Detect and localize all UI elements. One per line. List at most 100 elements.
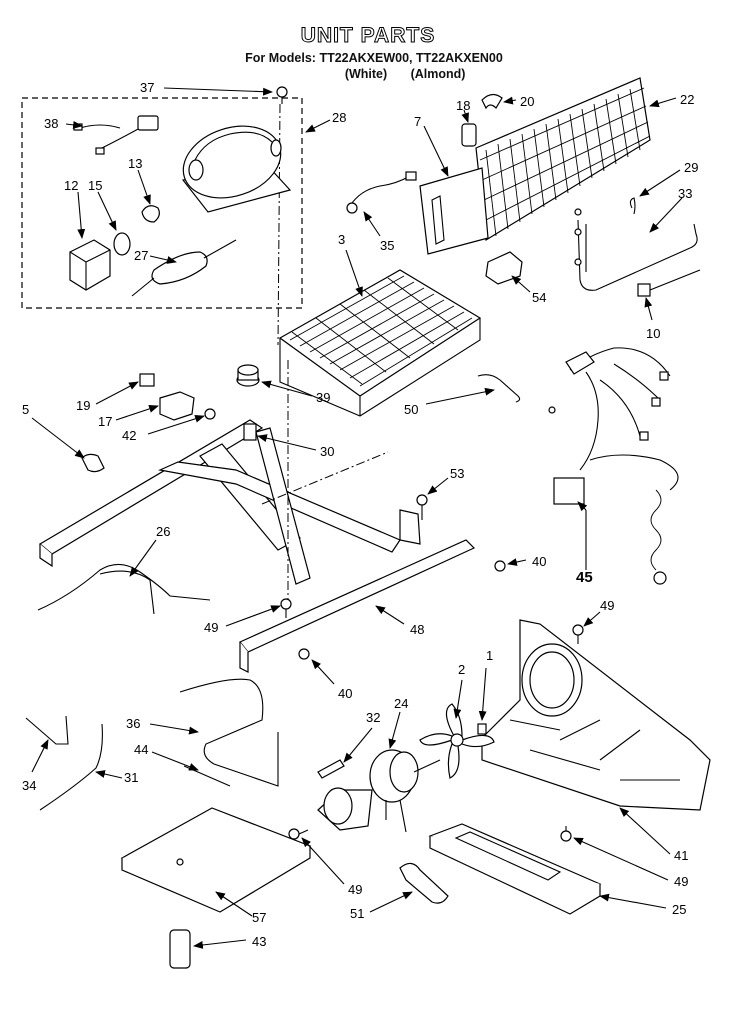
callout-12: 12: [64, 178, 78, 193]
part-32-motor-bracket[interactable]: [317, 759, 373, 831]
callout-31: 31: [124, 770, 138, 785]
models-line: For Models: TT22AKXEW00, TT22AKXEN00: [245, 51, 503, 65]
callout-1: 1: [486, 648, 493, 663]
callout-10: 10: [646, 326, 660, 341]
part-40-screw-a[interactable]: [494, 560, 506, 572]
variant-almond: (Almond): [411, 67, 466, 81]
part-19-connector[interactable]: [139, 373, 155, 387]
part-49-screw-c[interactable]: [560, 826, 572, 842]
callout-45: 45: [576, 569, 593, 586]
part-43-spring[interactable]: [169, 929, 191, 969]
part-48-rail[interactable]: [239, 539, 476, 673]
part-34-tube[interactable]: [25, 715, 69, 745]
part-53-screw[interactable]: [416, 494, 428, 520]
callout-37: 37: [140, 80, 154, 95]
callout-49c: 49: [674, 874, 688, 889]
part-18-grommet[interactable]: [461, 123, 477, 147]
part-17-bracket[interactable]: [159, 391, 195, 421]
part-57-cover[interactable]: [120, 807, 312, 913]
part-51-drain-tube[interactable]: [399, 862, 449, 904]
part-36-tube[interactable]: [179, 678, 279, 787]
callout-22: 22: [680, 92, 694, 107]
part-54-connector[interactable]: [485, 251, 523, 285]
callout-51: 51: [350, 906, 364, 921]
callout-39: 39: [316, 390, 330, 405]
callout-49d: 49: [348, 882, 362, 897]
part-3-evaporator[interactable]: [278, 269, 482, 417]
callout-33: 33: [678, 186, 692, 201]
part-44-tube[interactable]: [183, 765, 231, 787]
part-10-thermostat[interactable]: [637, 269, 701, 297]
callout-53: 53: [450, 466, 464, 481]
callout-54: 54: [532, 290, 546, 305]
callout-44: 44: [134, 742, 148, 757]
callout-5: 5: [22, 402, 29, 417]
part-26-tube[interactable]: [37, 563, 211, 611]
part-5-clip[interactable]: [81, 453, 105, 473]
callout-30: 30: [320, 444, 334, 459]
callout-15: 15: [88, 178, 102, 193]
callout-40a: 40: [532, 554, 546, 569]
part-25-drain-pan[interactable]: [428, 823, 602, 915]
callout-49b: 49: [600, 598, 614, 613]
part-37-screw[interactable]: [276, 86, 288, 104]
callout-2: 2: [458, 662, 465, 677]
part-31-tube[interactable]: [39, 723, 103, 811]
part-40-screw-b[interactable]: [298, 648, 310, 660]
part-38-relay-bracket[interactable]: [73, 115, 159, 155]
callout-29: 29: [684, 160, 698, 175]
callout-48: 48: [410, 622, 424, 637]
callout-24: 24: [394, 696, 408, 711]
part-39-grommet[interactable]: [236, 364, 260, 387]
part-15-clip[interactable]: [113, 232, 131, 256]
part-50-spring[interactable]: [477, 374, 521, 403]
part-42-screw[interactable]: [204, 408, 216, 420]
callout-43: 43: [252, 934, 266, 949]
callout-26: 26: [156, 524, 170, 539]
part-49-screw-a[interactable]: [280, 598, 292, 618]
callout-35: 35: [380, 238, 394, 253]
part-20-clip[interactable]: [481, 93, 503, 110]
callout-40b: 40: [338, 686, 352, 701]
part-13-cover[interactable]: [141, 205, 160, 223]
part-24-fan-motor[interactable]: [369, 749, 441, 833]
callout-27: 27: [134, 248, 148, 263]
callout-18: 18: [456, 98, 470, 113]
part-22-condenser[interactable]: [475, 77, 651, 242]
callout-50: 50: [404, 402, 418, 417]
callout-49a: 49: [204, 620, 218, 635]
part-33-defrost-heater[interactable]: [574, 208, 698, 291]
callout-25: 25: [672, 902, 686, 917]
diagram-title: UNIT PARTS: [301, 24, 435, 47]
callout-3: 3: [338, 232, 345, 247]
callout-28: 28: [332, 110, 346, 125]
callout-38: 38: [44, 116, 58, 131]
callout-42: 42: [122, 428, 136, 443]
callout-57: 57: [252, 910, 266, 925]
callout-32: 32: [366, 710, 380, 725]
part-27-filter-drier[interactable]: [131, 239, 237, 297]
callout-19: 19: [76, 398, 90, 413]
callout-36: 36: [126, 716, 140, 731]
part-41-fan-shroud[interactable]: [481, 619, 711, 811]
callout-17: 17: [98, 414, 112, 429]
part-49-screw-b[interactable]: [572, 624, 584, 644]
callout-7: 7: [414, 114, 421, 129]
callout-41: 41: [674, 848, 688, 863]
part-35-wire-harness[interactable]: [346, 171, 417, 214]
variant-white: (White): [345, 67, 387, 81]
part-2-fan-blade[interactable]: [419, 703, 495, 779]
part-49-screw-d[interactable]: [288, 828, 309, 840]
base-frame-assembly[interactable]: [38, 419, 421, 585]
part-29-clip[interactable]: [629, 197, 636, 215]
part-1-nut[interactable]: [477, 723, 487, 735]
part-30-bracket[interactable]: [243, 423, 257, 441]
part-45-main-wire-harness[interactable]: [548, 347, 679, 585]
callout-34: 34: [22, 778, 36, 793]
callout-20: 20: [520, 94, 534, 109]
part-12-start-relay[interactable]: [69, 239, 111, 291]
part-7-condenser-frame[interactable]: [419, 167, 489, 255]
callout-13: 13: [128, 156, 142, 171]
part-28-compressor[interactable]: [174, 114, 292, 213]
